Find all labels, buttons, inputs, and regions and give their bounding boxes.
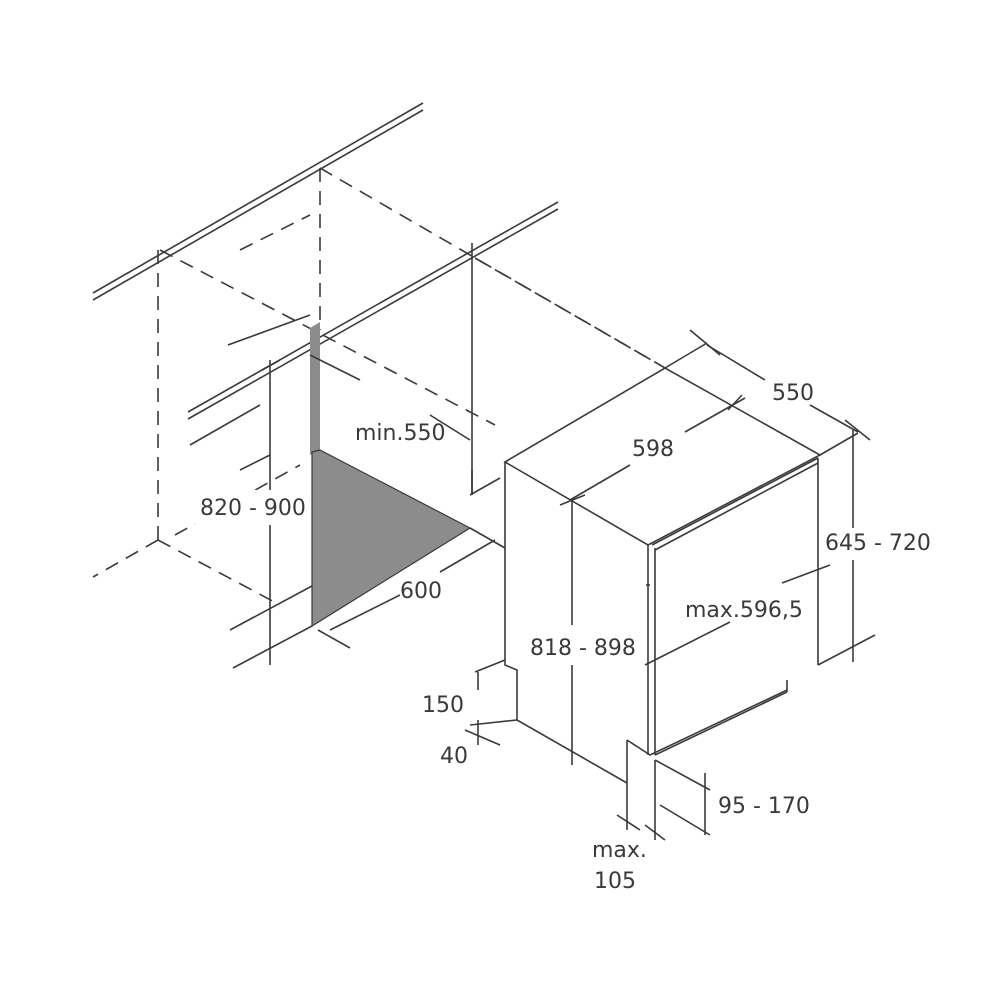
plinth-depth-label: 40 [440,744,468,769]
dishwasher-body [503,367,822,784]
countertop-front-rail [187,201,559,420]
max-label: max. [592,838,647,863]
countertop-back-rail [92,102,424,301]
niche-depth-label: min.550 [355,421,445,446]
appliance-height-label: 818 - 898 [530,636,636,661]
appliance-width-label: 598 [632,437,674,462]
niche-wall-shade [310,322,320,455]
niche-height-label: 820 - 900 [200,496,306,521]
door-offset-label: 95 - 170 [718,794,810,819]
max-value-label: 105 [594,869,636,894]
appliance-depth-label: 550 [772,381,814,406]
niche-width-label: 600 [400,579,442,604]
plinth-height-label: 150 [422,693,464,718]
niche-dimension-lines [189,314,506,669]
appliance-dimension-lines [464,329,876,841]
door-width-label: max.596,5 [685,598,803,623]
door-height-label: 645 - 720 [825,531,931,556]
